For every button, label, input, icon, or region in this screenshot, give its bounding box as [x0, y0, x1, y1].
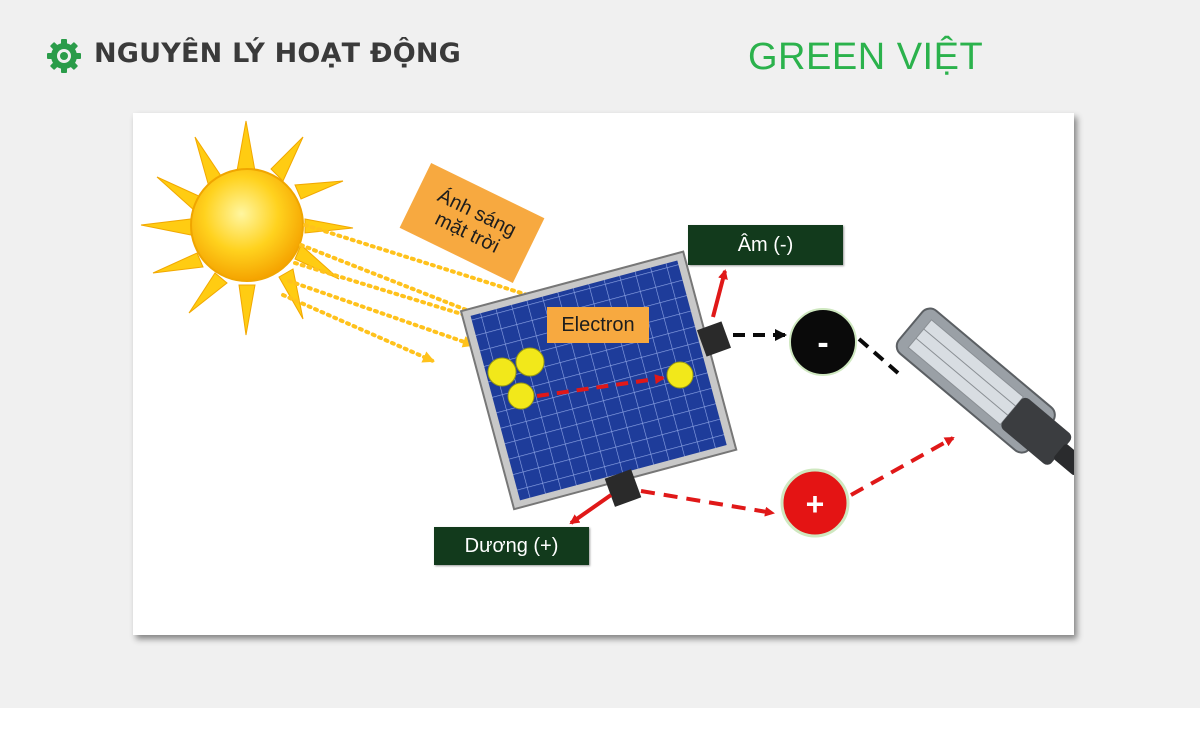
operation-diagram: - + — [140, 120, 1086, 538]
page-title: NGUYÊN LÝ HOẠT ĐỘNG — [94, 38, 462, 69]
electrons — [487, 347, 694, 410]
sun-icon — [140, 120, 354, 336]
negative-pole — [789, 308, 857, 376]
positive-wire — [640, 489, 775, 517]
electron-flow-arrow — [536, 374, 665, 398]
positive-wire-to-lamp — [850, 436, 955, 497]
diagram-card: - + Ánh sáng mặt trời Electron Âm (-) Dư… — [133, 113, 1086, 635]
brand-name: GREEN VIỆT — [748, 36, 984, 78]
footer-band — [0, 708, 1200, 735]
positive-label: Dương (+) — [434, 527, 589, 565]
solar-panel-icon — [459, 250, 738, 511]
arrow-to-positive-label — [569, 493, 613, 525]
electron-label: Electron — [547, 307, 649, 343]
negative-symbol: - — [817, 324, 828, 362]
arrow-to-negative-label — [711, 269, 728, 318]
positive-symbol: + — [806, 486, 825, 522]
negative-label: Âm (-) — [688, 225, 843, 265]
gear-icon — [47, 39, 81, 73]
positive-pole — [780, 468, 850, 538]
negative-terminal — [696, 321, 732, 357]
positive-terminal — [604, 469, 642, 507]
street-lamp-icon — [895, 307, 1086, 476]
negative-wire-to-lamp — [857, 337, 900, 375]
sunlight-rays — [281, 223, 555, 363]
